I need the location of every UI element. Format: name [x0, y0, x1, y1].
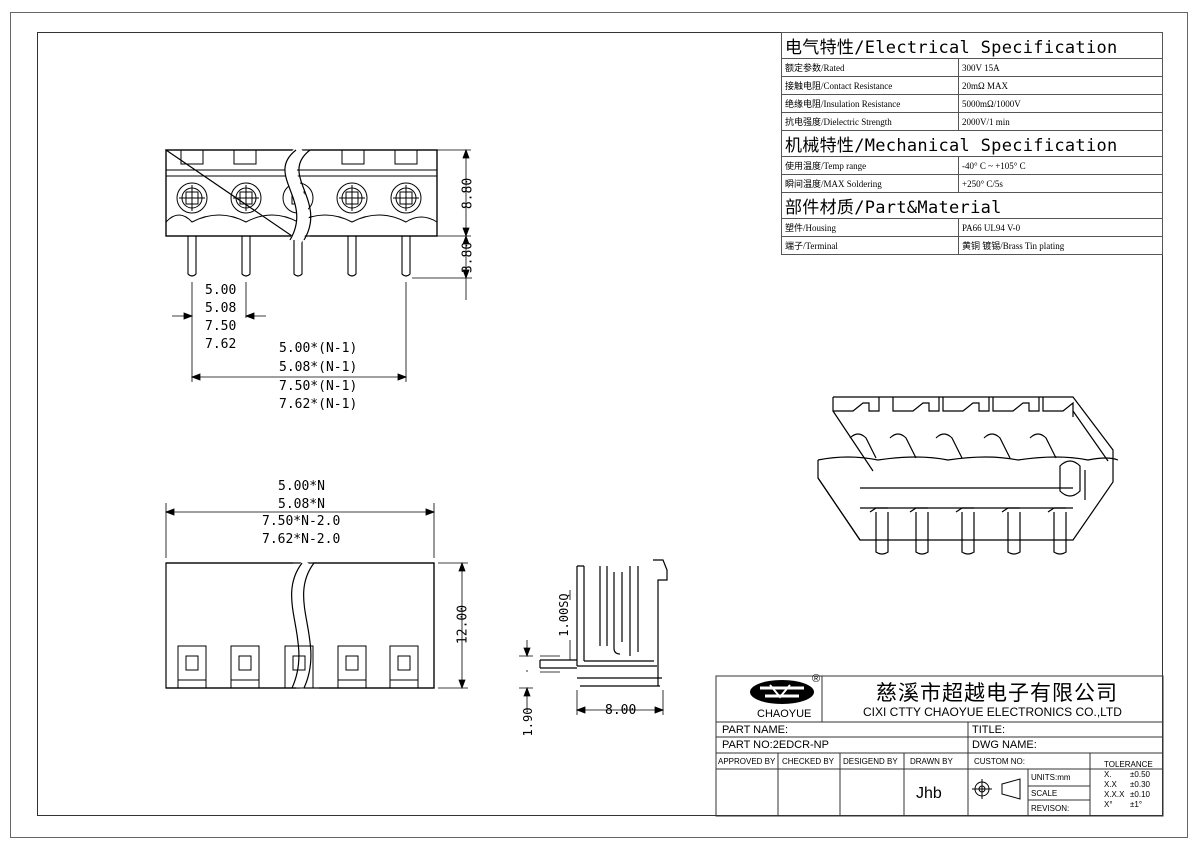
- spec-label: 端子/Terminal: [781, 236, 959, 255]
- chaoyue-logo: [750, 680, 814, 704]
- part-name-label: PART NAME:: [722, 724, 789, 736]
- logo-text: CHAOYUE: [757, 708, 812, 720]
- projection-symbol-icon: [972, 778, 1021, 800]
- front-view: [164, 503, 468, 691]
- isometric-view: [817, 396, 1119, 555]
- dim-span-2: 5.08*(N-1): [279, 360, 358, 375]
- designed-by-label: DESIGEND BY: [843, 757, 898, 766]
- tolerance-key: X.X.X: [1104, 790, 1125, 799]
- drawn-by-label: DRAWN BY: [910, 757, 953, 766]
- title-block-grid: [715, 675, 1164, 817]
- part-no-label: PART NO:2EDCR-NP: [722, 739, 829, 751]
- drawn-by-name: Jhb: [916, 785, 942, 802]
- tolerance-value: ±0.30: [1130, 780, 1150, 789]
- company-name-cn: 慈溪市超越电子有限公司: [876, 681, 1118, 705]
- outer-border: [10, 12, 1188, 838]
- inner-border: [37, 32, 1163, 816]
- top-view: [165, 145, 472, 382]
- tolerance-key: X°: [1104, 800, 1113, 809]
- title-label: TITLE:: [972, 724, 1006, 736]
- mechanical-header: 机械特性/Mechanical Specification: [781, 130, 1163, 157]
- dim-pitch-3: 7.50: [205, 319, 237, 334]
- tolerance-value: ±0.10: [1130, 790, 1150, 799]
- dim-span-3: 7.50*(N-1): [279, 379, 358, 394]
- tolerance-title: TOLERANCE: [1104, 760, 1153, 769]
- scale-label: SCALE: [1031, 789, 1058, 798]
- dim-width-3: 7.50*N-2.0: [262, 514, 341, 529]
- checked-by-label: CHECKED BY: [782, 757, 835, 766]
- dim-pin-square: 1.00SQ: [557, 593, 571, 637]
- dim-depth: 8.00: [605, 703, 637, 718]
- dim-front-height: 12.00: [455, 604, 471, 645]
- registered-mark: ®: [812, 673, 821, 685]
- approved-by-label: APPROVED BY: [718, 757, 776, 766]
- dim-span-4: 7.62*(N-1): [279, 397, 358, 412]
- material-header: 部件材质/Part&Material: [781, 192, 1163, 219]
- tolerance-value: ±1°: [1130, 800, 1143, 809]
- side-view: [519, 559, 668, 715]
- tolerance-key: X.: [1104, 770, 1112, 779]
- tolerance-key: X.X: [1104, 780, 1117, 789]
- dim-span-1: 5.00*(N-1): [279, 341, 358, 356]
- spec-row: 使用温度/Temp range-40° C ~ +105° C: [781, 156, 1163, 175]
- company-name-en: CIXI CTTY CHAOYUE ELECTRONICS CO.,LTD: [863, 705, 1122, 719]
- spec-value: 黄铜 镀锡/Brass Tin plating: [958, 236, 1163, 255]
- dim-pitch-1: 5.00: [205, 283, 237, 298]
- tolerance-value: ±0.50: [1130, 770, 1150, 779]
- dim-body-height: 8.80: [460, 177, 476, 210]
- dim-width-4: 7.62*N-2.0: [262, 532, 341, 547]
- spec-table: 电气特性/Electrical Specification 额定参数/Rated…: [781, 32, 1163, 255]
- dim-pitch-4: 7.62: [205, 337, 237, 352]
- dwg-name-label: DWG NAME:: [972, 739, 1037, 751]
- units-label: UNITS:mm: [1031, 773, 1071, 782]
- dim-width-2: 5.08*N: [278, 497, 325, 512]
- dim-width-1: 5.00*N: [278, 479, 325, 494]
- dim-pitch-2: 5.08: [205, 301, 237, 316]
- electrical-header: 电气特性/Electrical Specification: [781, 32, 1163, 59]
- dim-pin-offset: 1.90: [521, 707, 535, 737]
- custom-no-label: CUSTOM NO:: [974, 757, 1025, 766]
- revision-label: REVISON:: [1031, 804, 1070, 813]
- dim-pin-height: 3.80: [460, 241, 476, 274]
